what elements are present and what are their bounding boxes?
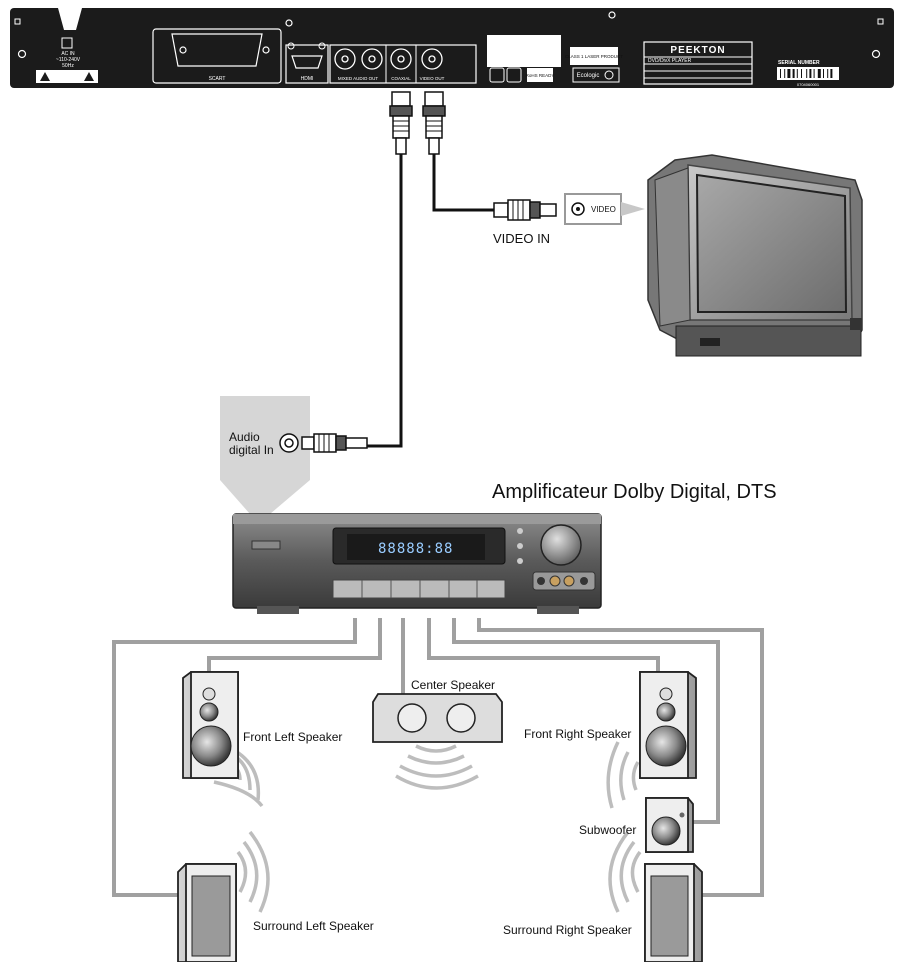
video-in-label: VIDEO IN (493, 231, 551, 246)
video-out-label: VIDEO OUT (420, 76, 445, 81)
sound-wave-icon (213, 741, 642, 913)
audio-digital-in-label-1: Audio (229, 430, 260, 444)
surround-right-speaker (644, 863, 703, 962)
rca-plug-digital-in (301, 433, 368, 453)
subwoofer-label: Subwoofer (579, 823, 637, 837)
front-right-speaker (639, 671, 697, 779)
class-laser-label: CLASS 1 LASER PRODUCT (565, 54, 623, 59)
surround-left-speaker-label: Surround Left Speaker (253, 919, 374, 933)
hdmi-label: HDMI (301, 76, 314, 82)
panel-screw-icon (17, 11, 881, 59)
center-speaker-label: Center Speaker (411, 678, 496, 692)
subwoofer (645, 797, 694, 853)
center-speaker (372, 693, 503, 743)
video-cable (432, 154, 494, 212)
rca-jack-icon (334, 48, 443, 70)
video-jack-icon (571, 202, 585, 216)
rca-plug-video (422, 91, 446, 155)
rca-plug-coaxial (389, 91, 413, 155)
rca-plug-video-in (493, 199, 557, 221)
television (647, 154, 863, 357)
volume-knob-icon (540, 524, 582, 566)
rohs-label: RoHS READY (526, 73, 555, 78)
front-left-speaker-label: Front Left Speaker (243, 730, 343, 744)
front-right-speaker-label: Front Right Speaker (524, 727, 632, 741)
model-label: DVD/DivX PLAYER (648, 58, 692, 64)
amplifier (232, 513, 602, 614)
coaxial-jack-icon (279, 433, 299, 453)
ecologic-label: Ecologic (577, 73, 600, 79)
audio-digital-in-label-2: digital In (229, 443, 274, 457)
amp-input-callout (220, 396, 310, 514)
dvd-back-panel (10, 8, 894, 88)
ac-freq-label: 50Hz (62, 63, 74, 69)
barcode-icon (780, 69, 833, 78)
front-left-speaker (182, 671, 239, 779)
surround-left-speaker (177, 863, 237, 962)
coaxial-cable (367, 154, 403, 448)
serial-number-label: SERIAL NUMBER (778, 60, 820, 66)
page-title: Amplificateur Dolby Digital, DTS (492, 481, 777, 503)
serial-number-value: 0704060001 (797, 82, 820, 87)
surround-right-speaker-label: Surround Right Speaker (503, 923, 632, 937)
ac-in-label: AC IN (61, 51, 75, 57)
tv-video-port-label: VIDEO (591, 205, 616, 214)
mixed-audio-out-label: MIXED AUDIO OUT (338, 76, 379, 81)
amp-display: 88888:88 (378, 541, 453, 557)
scart-label: SCART (209, 76, 226, 82)
ac-voltage-label: ~110-240V (56, 57, 81, 63)
brand-logo: PEEKTON (670, 45, 725, 56)
coaxial-label: COAXIAL (391, 76, 411, 81)
speaker-cables (112, 618, 764, 897)
